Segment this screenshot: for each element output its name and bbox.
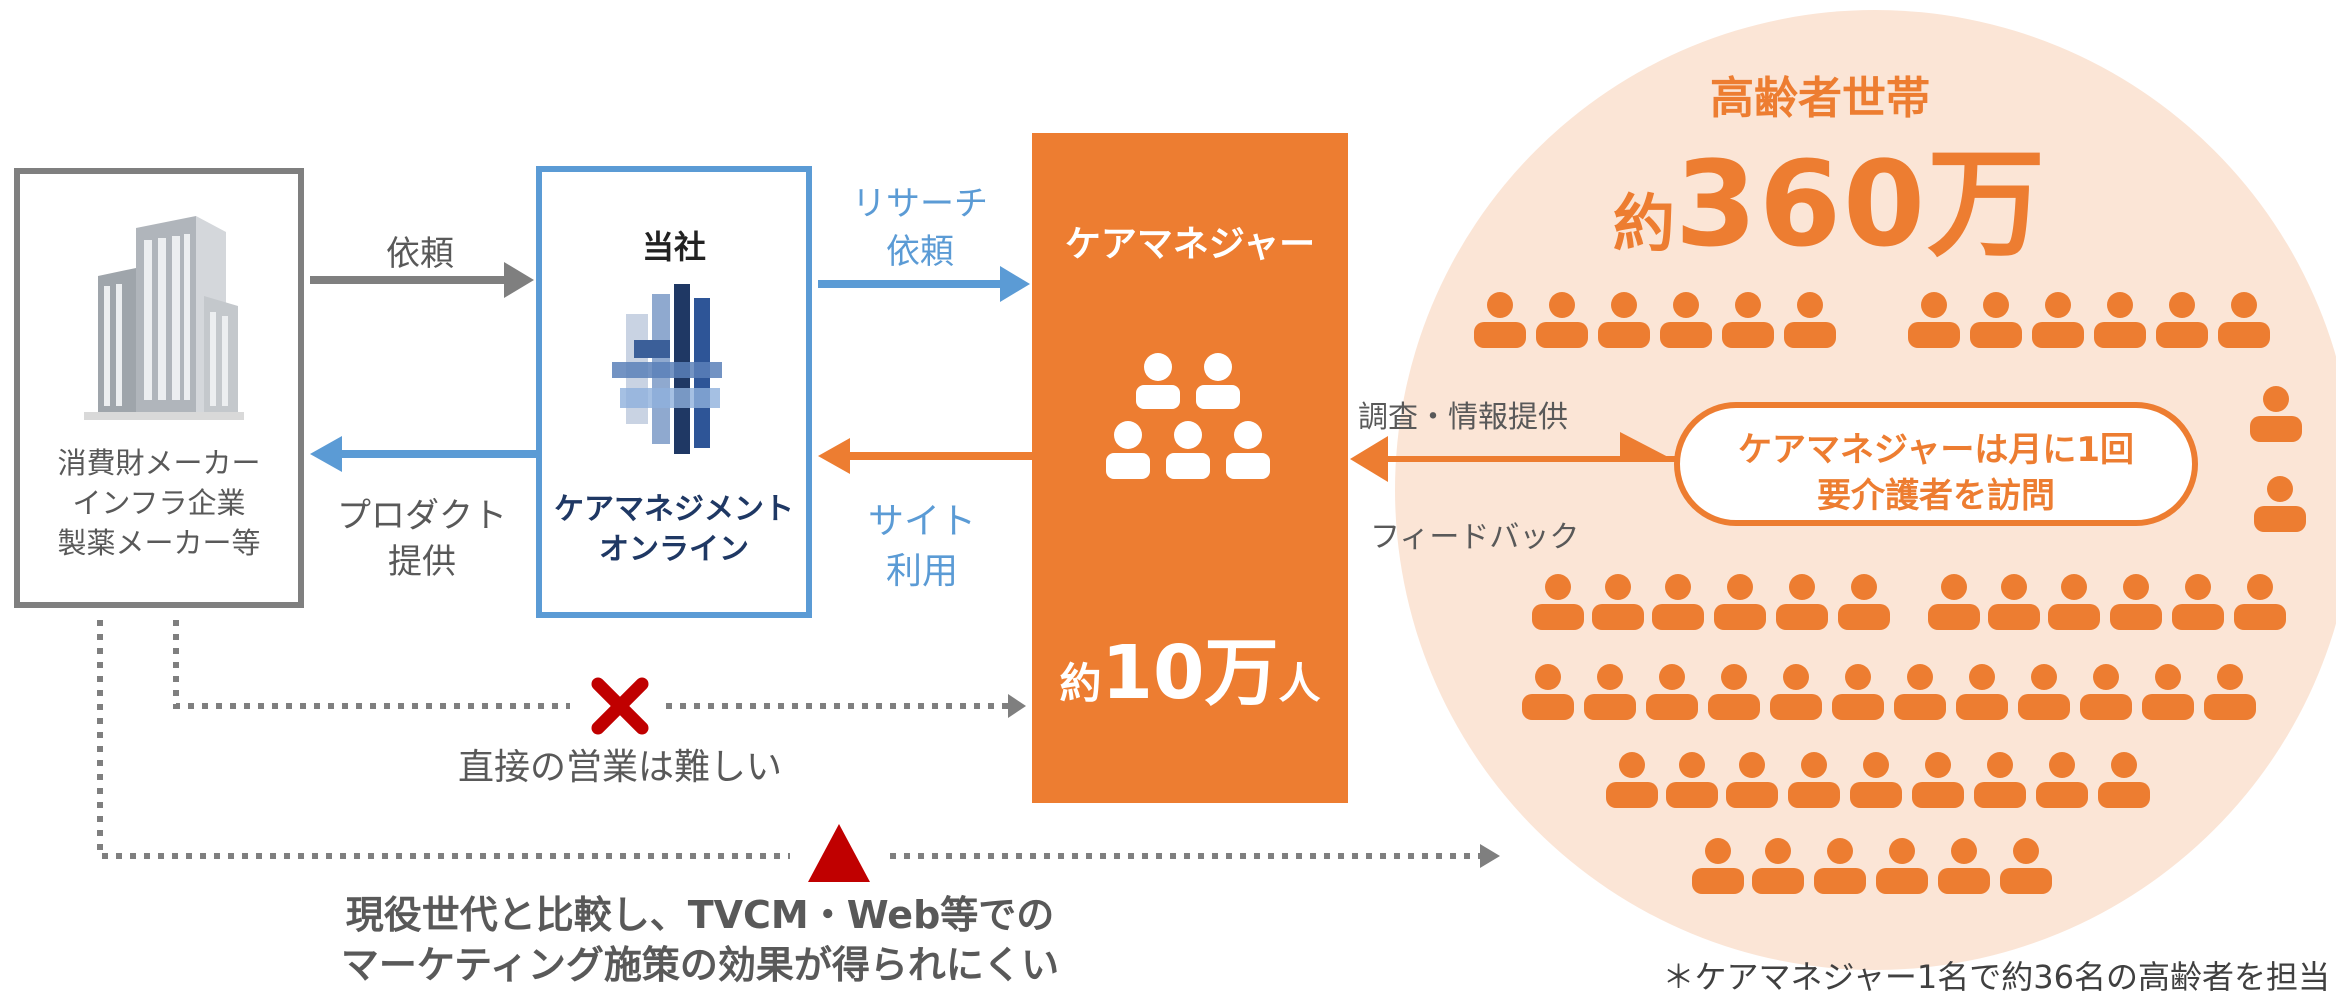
company-name-line1: ケアマネジメント (554, 492, 794, 527)
request-arrow (310, 262, 534, 298)
maker-line2: インフラ企業 (72, 486, 246, 520)
warning-triangle-icon (808, 824, 870, 882)
tvcm-path (97, 620, 1480, 859)
product-label-line2: 提供 (388, 542, 456, 582)
company-box: 当社 ケアマネジメント オンライン (536, 166, 812, 618)
household-count-number: 360万 (1674, 135, 2048, 273)
survey-feedback-arrow (1350, 432, 1678, 482)
care-manager-box: ケアマネジャー 約10万人 (1032, 133, 1348, 803)
footnote: ＊ケアマネジャー1名で約36名の高齢者を担当 (1662, 958, 2330, 996)
site-label-line2: 利用 (885, 551, 958, 592)
group-people-icon (1106, 353, 1270, 479)
cross-mark-icon (591, 677, 649, 735)
maker-box: 消費財メーカー インフラ企業 製薬メーカー等 (14, 168, 304, 608)
care-manager-count-suffix: 人 (1278, 659, 1321, 708)
maker-line1: 消費財メーカー (57, 446, 261, 480)
direct-sales-text: 直接の営業は難しい (457, 747, 782, 788)
building-icon (84, 216, 244, 420)
feedback-label: フィードバック (1370, 520, 1580, 555)
household-count-prefix: 約 (1612, 187, 1675, 260)
care-manager-title: ケアマネジャー (1064, 224, 1316, 265)
visit-bubble: ケアマネジャーは月に1回 要介護者を訪問 (1674, 402, 2198, 526)
research-label-line1: リサーチ (852, 184, 988, 224)
visit-line2: 要介護者を訪問 (1817, 476, 2055, 516)
research-arrow (818, 266, 1030, 302)
household-count: 約360万 (1560, 108, 2100, 279)
visit-line1: ケアマネジャーは月に1回 (1738, 430, 2134, 470)
research-label-line2: 依頼 (886, 232, 954, 272)
request-label: 依頼 (386, 234, 454, 274)
company-name-line2: オンライン (599, 532, 749, 567)
product-arrow (310, 436, 536, 472)
survey-label: 調査・情報提供 (1358, 400, 1568, 435)
tvcm-line1: 現役世代と比較し、TVCM・Web等での (345, 893, 1055, 937)
site-label-line1: サイト (867, 501, 976, 542)
company-logo (612, 284, 722, 454)
product-label-line1: プロダクト (337, 496, 507, 536)
care-manager-count: 約10万人 (1032, 613, 1348, 720)
tvcm-line2: マーケティング施策の効果が得られにくい (340, 943, 1060, 987)
maker-line3: 製薬メーカー等 (57, 526, 261, 560)
company-title: 当社 (641, 228, 706, 266)
site-arrow (818, 438, 1032, 474)
direct-sales-path (173, 620, 1008, 709)
care-manager-count-prefix: 約 (1059, 659, 1102, 708)
care-manager-count-number: 10万 (1101, 630, 1279, 716)
household-title: 高齢者世帯 (1710, 73, 1930, 124)
